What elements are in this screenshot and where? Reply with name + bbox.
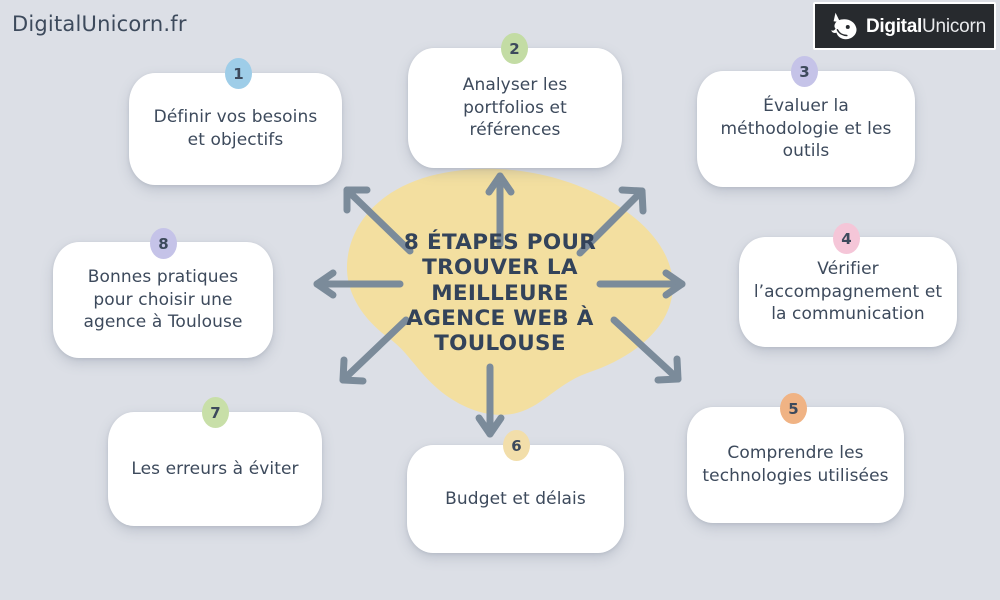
unicorn-head-icon	[831, 12, 857, 40]
step-card-line: méthodologie et les	[720, 118, 892, 139]
arrow-east	[596, 269, 686, 299]
step-card-line: Budget et délais	[445, 488, 586, 509]
step-card-line: Bonnes pratiques	[87, 266, 239, 287]
step-card-text: Comprendre les technologies utilisées	[701, 442, 890, 488]
arrow-south	[475, 363, 505, 438]
step-badge-5: 5	[780, 393, 807, 424]
step-card-text: Analyser les portfolios et références	[422, 74, 608, 142]
step-badge-number: 8	[158, 234, 169, 253]
logo-wordmark: DigitalUnicorn	[866, 17, 986, 36]
step-card-5[interactable]: Comprendre les technologies utilisées	[687, 407, 904, 523]
step-card-6[interactable]: Budget et délais	[407, 445, 624, 553]
step-card-text: Les erreurs à éviter	[122, 458, 308, 481]
step-card-text: Vérifier l’accompagnement et la communic…	[753, 258, 943, 326]
logo-wordmark-light: Unicorn	[921, 15, 987, 37]
step-card-line: la communication	[771, 304, 925, 325]
step-card-line: portfolios et	[463, 97, 567, 118]
step-card-line: outils	[782, 141, 830, 162]
step-badge-number: 7	[210, 403, 221, 422]
step-card-line: Comprendre les	[727, 443, 864, 464]
step-badge-4: 4	[833, 223, 860, 254]
step-card-line: Vérifier	[817, 258, 879, 279]
step-badge-number: 5	[788, 399, 799, 418]
step-badge-number: 1	[233, 64, 244, 83]
step-card-line: Analyser les	[462, 74, 568, 95]
step-badge-number: 4	[841, 229, 852, 248]
step-card-line: références	[469, 120, 561, 141]
step-badge-7: 7	[202, 397, 229, 428]
center-title-line: AGENCE WEB À	[406, 306, 594, 332]
step-card-line: Évaluer la	[763, 95, 849, 116]
step-card-7[interactable]: Les erreurs à éviter	[108, 412, 322, 526]
step-card-3[interactable]: Évaluer la méthodologie et les outils	[697, 71, 915, 187]
step-card-line: technologies utilisées	[702, 466, 889, 486]
step-card-line: Définir vos besoins	[153, 107, 318, 128]
step-card-line: l’accompagnement et	[753, 281, 943, 302]
step-badge-number: 3	[799, 62, 810, 81]
step-card-line: et objectifs	[187, 130, 284, 150]
step-card-8[interactable]: Bonnes pratiques pour choisir une agence…	[53, 242, 273, 358]
step-card-text: Bonnes pratiques pour choisir une agence…	[67, 266, 259, 334]
arrow-southeast	[610, 316, 682, 384]
step-badge-1: 1	[225, 58, 252, 89]
step-badge-8: 8	[150, 228, 177, 259]
step-card-4[interactable]: Vérifier l’accompagnement et la communic…	[739, 237, 957, 347]
step-card-text: Évaluer la méthodologie et les outils	[711, 95, 901, 163]
center-title-line: TROUVER LA	[422, 255, 578, 281]
step-card-line: Les erreurs à éviter	[131, 458, 299, 479]
step-card-text: Budget et délais	[421, 488, 610, 511]
step-badge-number: 2	[509, 39, 520, 58]
step-card-text: Définir vos besoins et objectifs	[143, 106, 328, 152]
step-card-2[interactable]: Analyser les portfolios et références	[408, 48, 622, 168]
step-card-line: agence à Toulouse	[83, 312, 243, 333]
digitalunicorn-logo: DigitalUnicorn	[813, 2, 996, 50]
center-title-line: 8 ÉTAPES POUR	[403, 230, 597, 255]
logo-wordmark-bold: Digital	[866, 15, 922, 37]
step-card-1[interactable]: Définir vos besoins et objectifs	[129, 73, 342, 185]
center-title-line: MEILLEURE	[431, 280, 569, 306]
step-badge-3: 3	[791, 56, 818, 87]
site-name-text: DigitalUnicorn.fr	[12, 12, 187, 36]
step-badge-6: 6	[503, 430, 530, 461]
center-title: 8 ÉTAPES POUR TROUVER LA MEILLEURE AGENC…	[388, 230, 612, 357]
step-card-line: pour choisir une	[93, 289, 233, 310]
step-badge-number: 6	[511, 436, 522, 455]
center-title-line: TOULOUSE	[434, 331, 566, 357]
step-badge-2: 2	[501, 33, 528, 64]
